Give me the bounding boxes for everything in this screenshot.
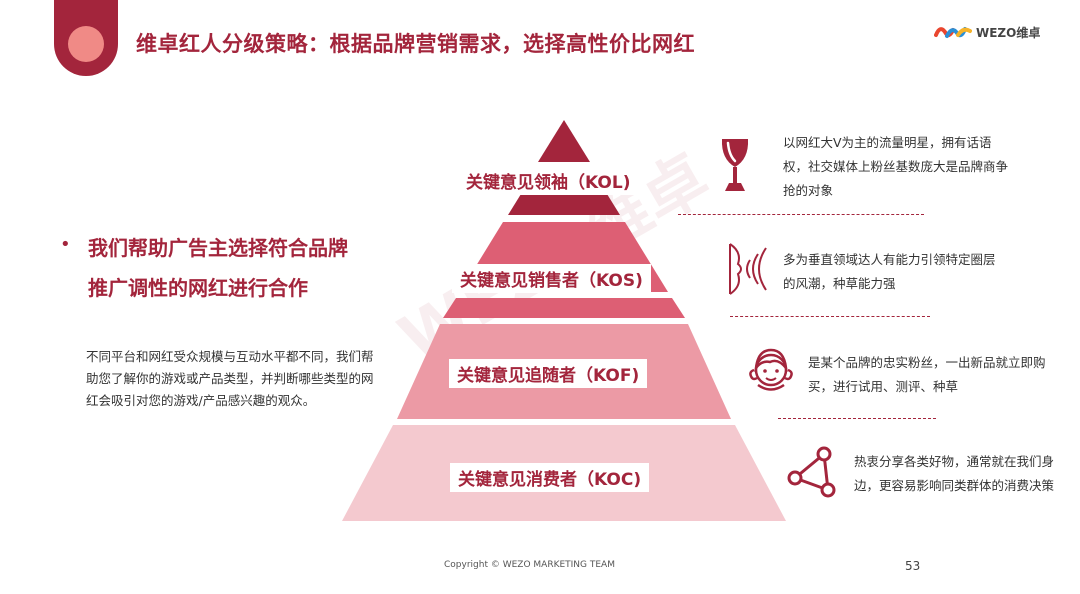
pyramid-tier-kos <box>443 298 685 318</box>
divider-3 <box>778 418 936 419</box>
kos-description: 多为垂直领域达人有能力引领特定圈层的风潮，种草能力强 <box>783 252 996 291</box>
headline-line-2: 推广调性的网红进行合作 <box>88 276 308 300</box>
tier-label-kof: 关键意见追随者（KOF) <box>449 359 648 388</box>
divider-1 <box>678 214 924 215</box>
header-dot <box>68 26 104 62</box>
logo-icon <box>934 27 972 38</box>
page-title: 维卓红人分级策略：根据品牌营销需求，选择高性价比网红 <box>136 32 695 56</box>
bullet-marker: • <box>60 234 71 255</box>
divider-2 <box>730 316 930 317</box>
pyramid-tier-kol <box>508 194 620 215</box>
trophy-icon <box>721 139 749 191</box>
page-number: 53 <box>905 559 921 573</box>
follower-face-icon <box>749 348 793 391</box>
tier-label-kol: 关键意见领袖（KOL) <box>458 166 639 195</box>
tier-label-kos: 关键意见销售者（KOS) <box>452 264 651 293</box>
tier-label-koc: 关键意见消费者（KOC) <box>450 463 650 492</box>
kof-description: 是某个品牌的忠实粉丝，一出新品就立即购买，进行试用、测评、种草 <box>808 355 1046 394</box>
pyramid-tier-kol <box>538 120 590 162</box>
headline: 我们帮助广告主选择符合品牌 推广调性的网红进行合作 <box>88 228 408 308</box>
broadcast-icon <box>729 243 767 295</box>
headline-line-1: 我们帮助广告主选择符合品牌 <box>88 236 348 260</box>
koc-description: 热衷分享各类好物，通常就在我们身边，更容易影响同类群体的消费决策 <box>854 454 1055 493</box>
logo-text: WEZO维卓 <box>976 25 1041 40</box>
brand-logo: WEZO维卓 <box>934 22 1040 42</box>
network-icon <box>787 446 836 498</box>
description-text: 不同平台和网红受众规模与互动水平都不同，我们帮助您了解你的游戏或产品类型，并判断… <box>86 349 374 408</box>
copyright-text: Copyright © WEZO MARKETING TEAM <box>444 560 615 570</box>
kol-description: 以网红大V为主的流量明星，拥有话语权，社交媒体上粉丝基数庞大是品牌商争抢的对象 <box>783 135 1009 198</box>
